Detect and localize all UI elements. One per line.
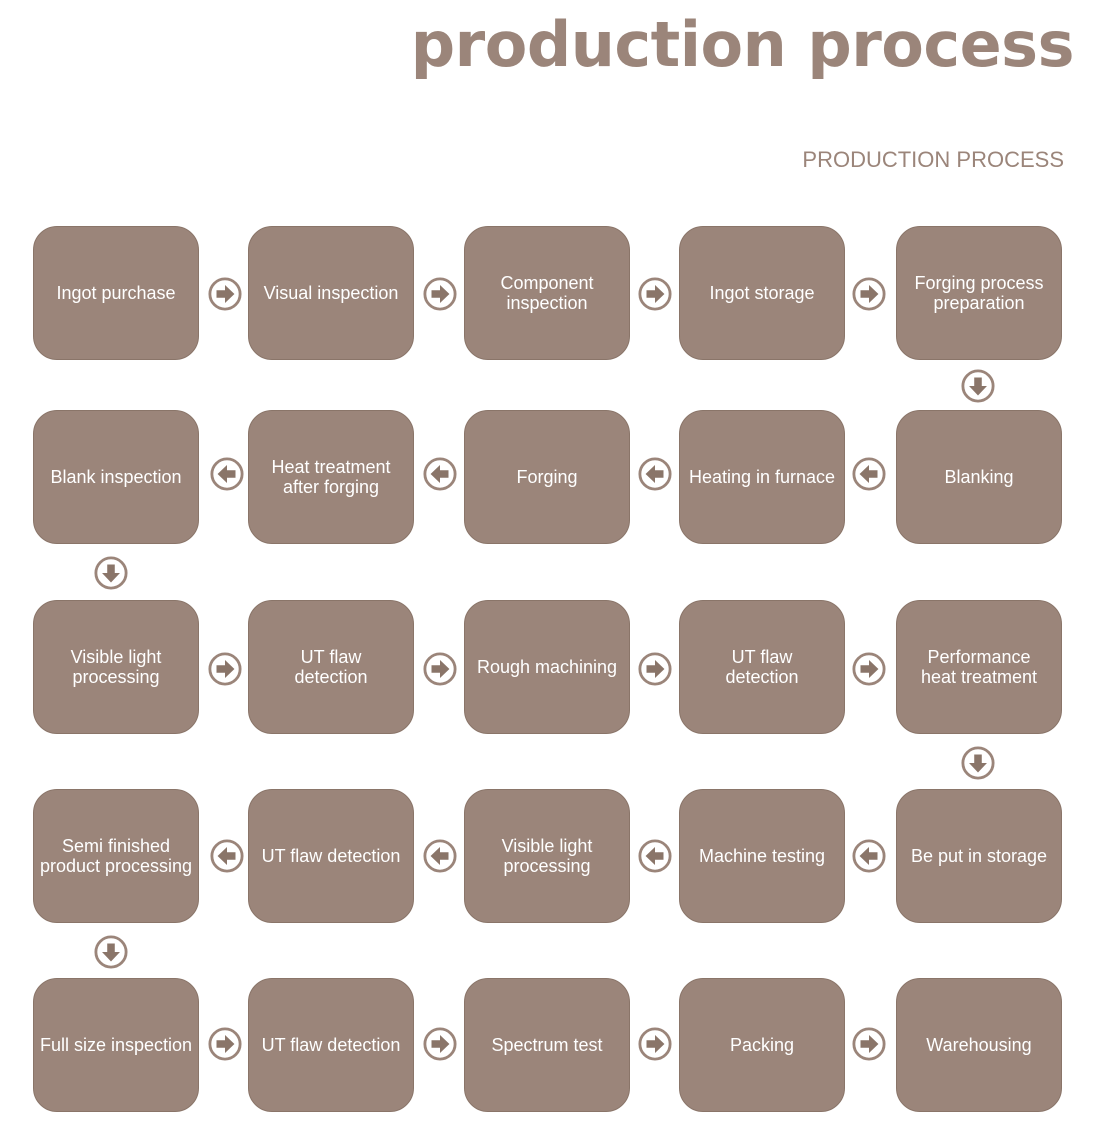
step-label: Ingot purchase <box>56 283 176 303</box>
circled-arrow-down-icon <box>961 369 995 403</box>
step-label: Semi finished product processing <box>39 836 193 876</box>
step-box: UT flaw detection <box>248 600 414 734</box>
step-box: Warehousing <box>896 978 1062 1112</box>
step-box: Heat treatment after forging <box>248 410 414 544</box>
step-box: Rough machining <box>464 600 630 734</box>
step-label: Warehousing <box>926 1035 1032 1055</box>
step-label: Machine testing <box>698 846 826 866</box>
circled-arrow-right-icon <box>423 277 457 311</box>
circled-arrow-left-icon <box>638 457 672 491</box>
step-label: UT flaw detection <box>261 846 401 866</box>
step-box: Semi finished product processing <box>33 789 199 923</box>
circled-arrow-right-icon <box>423 1027 457 1061</box>
step-label: UT flaw detection <box>725 647 799 687</box>
step-box: Full size inspection <box>33 978 199 1112</box>
circled-arrow-right-icon <box>852 652 886 686</box>
circled-arrow-left-icon <box>423 457 457 491</box>
step-label: Be put in storage <box>910 846 1048 866</box>
step-label: Visual inspection <box>263 283 399 303</box>
circled-arrow-right-icon <box>852 277 886 311</box>
step-box: Forging process preparation <box>896 226 1062 360</box>
step-label: Component inspection <box>500 273 594 313</box>
step-label: Visible light processing <box>501 836 593 876</box>
circled-arrow-right-icon <box>638 1027 672 1061</box>
circled-arrow-right-icon <box>208 652 242 686</box>
step-label: Visible light processing <box>70 647 162 687</box>
step-box: Machine testing <box>679 789 845 923</box>
step-box: Forging <box>464 410 630 544</box>
circled-arrow-left-icon <box>638 839 672 873</box>
step-box: UT flaw detection <box>248 978 414 1112</box>
step-label: Forging process preparation <box>914 273 1044 313</box>
circled-arrow-left-icon <box>210 839 244 873</box>
step-label: Forging <box>516 467 578 487</box>
step-label: Full size inspection <box>39 1035 193 1055</box>
circled-arrow-down-icon <box>961 746 995 780</box>
circled-arrow-right-icon <box>852 1027 886 1061</box>
step-box: Visible light processing <box>33 600 199 734</box>
circled-arrow-right-icon <box>423 652 457 686</box>
step-label: UT flaw detection <box>261 1035 401 1055</box>
step-box: UT flaw detection <box>679 600 845 734</box>
circled-arrow-right-icon <box>638 652 672 686</box>
step-label: Spectrum test <box>491 1035 603 1055</box>
page-title: production process <box>410 8 1075 81</box>
step-label: Blank inspection <box>50 467 182 487</box>
step-label: Packing <box>729 1035 795 1055</box>
step-box: Ingot purchase <box>33 226 199 360</box>
step-label: Ingot storage <box>709 283 815 303</box>
step-label: UT flaw detection <box>294 647 368 687</box>
step-box: Performance heat treatment <box>896 600 1062 734</box>
step-label: Rough machining <box>476 657 618 677</box>
step-label: Heat treatment after forging <box>271 457 391 497</box>
step-box: Visual inspection <box>248 226 414 360</box>
circled-arrow-down-icon <box>94 556 128 590</box>
step-label: Performance heat treatment <box>920 647 1038 687</box>
step-box: Spectrum test <box>464 978 630 1112</box>
step-box: Be put in storage <box>896 789 1062 923</box>
step-label: Blanking <box>944 467 1014 487</box>
circled-arrow-right-icon <box>208 277 242 311</box>
step-label: Heating in furnace <box>688 467 836 487</box>
step-box: Blank inspection <box>33 410 199 544</box>
circled-arrow-right-icon <box>208 1027 242 1061</box>
circled-arrow-left-icon <box>852 457 886 491</box>
step-box: Blanking <box>896 410 1062 544</box>
circled-arrow-left-icon <box>423 839 457 873</box>
circled-arrow-left-icon <box>210 457 244 491</box>
step-box: Heating in furnace <box>679 410 845 544</box>
circled-arrow-down-icon <box>94 935 128 969</box>
step-box: Packing <box>679 978 845 1112</box>
circled-arrow-left-icon <box>852 839 886 873</box>
step-box: Visible light processing <box>464 789 630 923</box>
step-box: UT flaw detection <box>248 789 414 923</box>
step-box: Component inspection <box>464 226 630 360</box>
circled-arrow-right-icon <box>638 277 672 311</box>
page-subtitle: PRODUCTION PROCESS <box>802 147 1064 172</box>
step-box: Ingot storage <box>679 226 845 360</box>
